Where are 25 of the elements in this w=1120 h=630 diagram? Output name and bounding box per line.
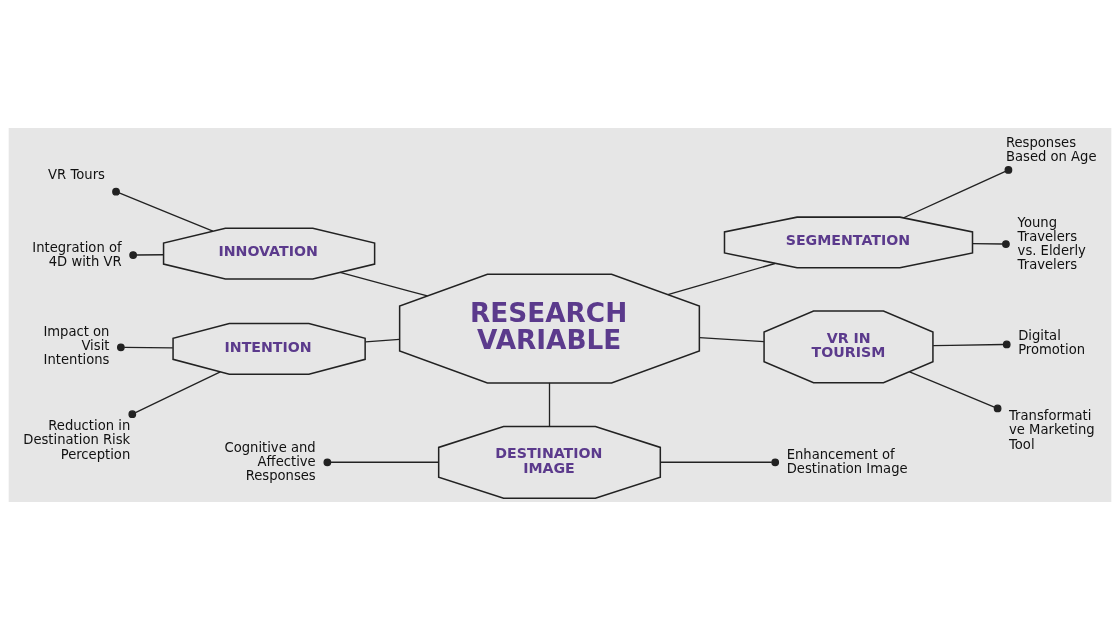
- node-text: Digital Promotion: [1018, 328, 1086, 358]
- connector: [932, 340, 1011, 349]
- node-text: Impact on Visit Intentions: [43, 324, 110, 368]
- node-text: VR Tours: [48, 167, 105, 183]
- node-text: Integration of 4D with VR: [32, 239, 122, 270]
- connector: [698, 337, 765, 343]
- connector: [116, 343, 174, 352]
- connector: [548, 382, 551, 428]
- connector: [339, 271, 428, 297]
- connector: [903, 166, 1013, 219]
- connector: [908, 371, 1002, 413]
- node-text: Cognitive and Affective Responses: [224, 439, 316, 483]
- connector: [128, 371, 221, 419]
- node-text: Young Travelers vs. Elderly Travelers: [1017, 214, 1086, 273]
- node-text: Transformati ve Marketing Tool: [1009, 408, 1095, 452]
- node-text: Enhancement of Destination Image: [786, 446, 908, 476]
- connector: [323, 458, 440, 467]
- node-text: Responses Based on Age: [1005, 134, 1097, 164]
- connector: [112, 187, 214, 232]
- connector: [129, 251, 164, 259]
- connector: [364, 338, 401, 343]
- connector: [971, 240, 1010, 248]
- connector: [667, 262, 776, 296]
- connector: [660, 458, 780, 467]
- node-text: Reduction in Destination Risk Perception: [23, 418, 131, 462]
